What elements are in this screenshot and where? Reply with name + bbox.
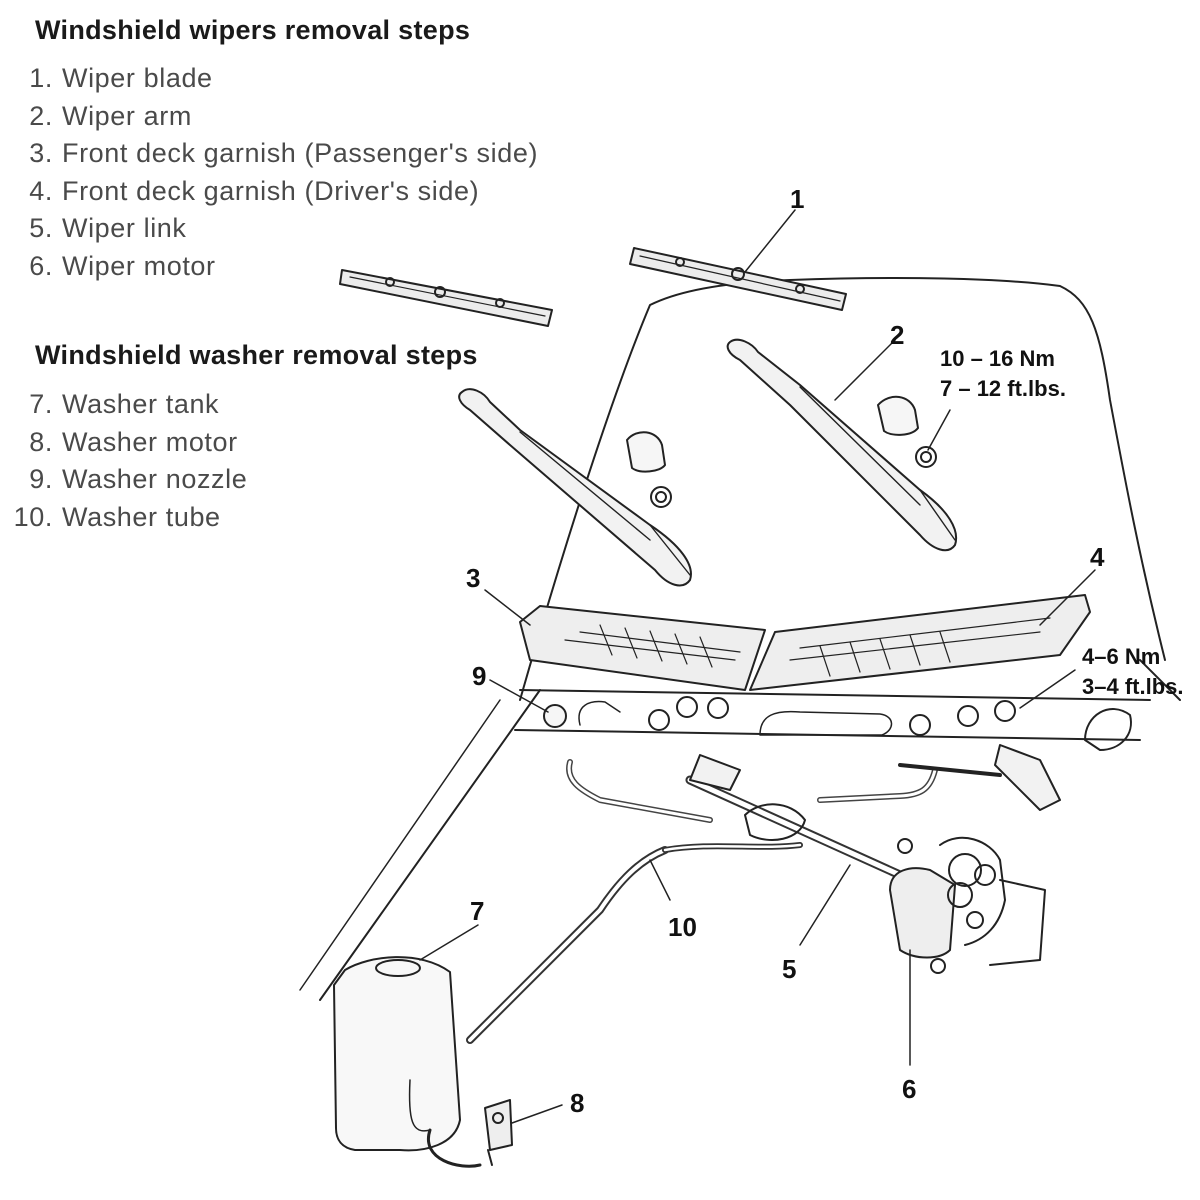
callout-9: 9 [472,661,486,691]
wipers-step: 2.Wiper arm [29,100,192,131]
wiper-motor [889,836,1046,974]
wipers-step: 1.Wiper blade [29,63,213,93]
callout-8: 8 [570,1088,584,1118]
washer-step: 8.Washer motor [29,426,238,457]
callout-2: 2 [890,320,904,350]
wipers-step: 3.Front deck garnish (Passenger's side) [29,138,539,168]
wipers-step: 4.Front deck garnish (Driver's side) [29,175,480,206]
wiper-arm-left [458,388,692,587]
callout-3: 3 [466,563,480,593]
callout-4: 4 [1090,542,1105,572]
wipers-step: 5.Wiper link [29,213,187,243]
callout-6: 6 [902,1074,916,1104]
torque-link-bolt-ftlbs: 3–4 ft.lbs. [1082,674,1183,699]
torque-arm-nut-nm: 10 – 16 Nm [940,346,1055,371]
deck-garnish-right [749,594,1091,691]
washer-motor [484,1099,513,1166]
callout-5: 5 [782,954,796,984]
pivot-caps [626,395,937,508]
washer-hoses-upper [566,759,938,823]
washer-steps-list: 7.Washer tank 8.Washer motor 9.Washer no… [0,386,247,536]
cowl-panel [514,689,1151,751]
washer-tube [466,803,806,1044]
wiper-arm-right [726,338,958,552]
deck-garnish-left [519,605,766,691]
washer-step: 9.Washer nozzle [29,464,248,494]
torque-arm-nut-ftlbs: 7 – 12 ft.lbs. [940,376,1066,401]
wiper-blade-left [339,269,553,327]
wipers-step: 6.Wiper motor [29,250,216,281]
wipers-heading: Windshield wipers removal steps [35,15,471,45]
callout-10: 10 [668,912,697,942]
washer-tank [333,956,482,1168]
torque-link-bolt-nm: 4–6 Nm [1082,644,1160,669]
wiper-blade-right [629,247,847,311]
windshield-outline [299,277,1181,1001]
wipers-steps-list: 1.Wiper blade 2.Wiper arm 3.Front deck g… [0,60,538,285]
callout-7: 7 [470,896,484,926]
washer-heading: Windshield washer removal steps [35,340,478,370]
wiper-link [685,744,1061,880]
callout-1: 1 [790,184,804,214]
leader-lines [419,209,1096,1124]
washer-step: 10.Washer tube [13,501,221,532]
washer-step: 7.Washer tank [29,389,220,419]
